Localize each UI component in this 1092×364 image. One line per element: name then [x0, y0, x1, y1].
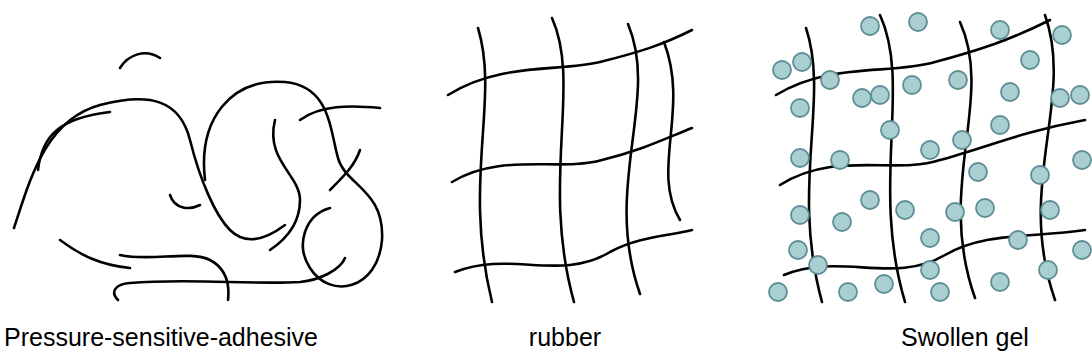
polymer-chains — [14, 15, 1085, 302]
panel-label: rubber — [529, 322, 601, 352]
solvent-molecules — [769, 13, 1091, 301]
panel-label: Pressure-sensitive-adhesive — [4, 322, 318, 352]
panel-label: Swollen gel — [901, 322, 1029, 352]
